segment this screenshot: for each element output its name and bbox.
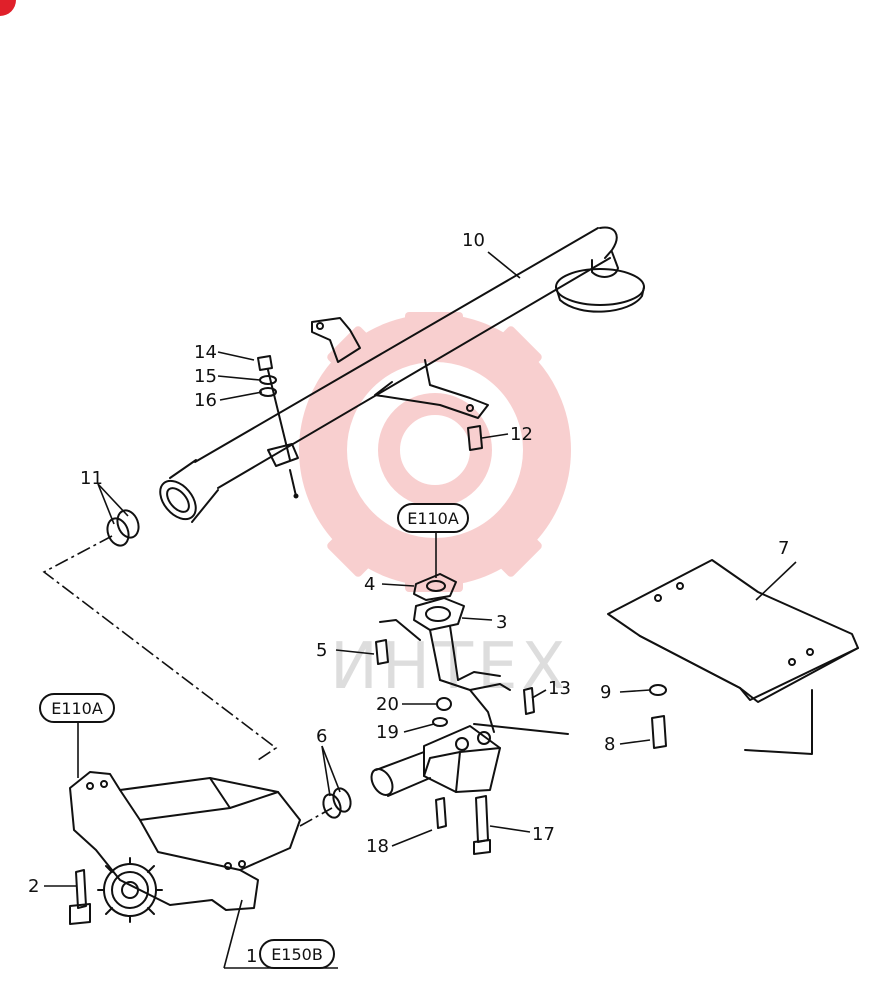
washer-15: [259, 375, 277, 385]
callout-9: 9: [600, 682, 611, 703]
reference-tag-left: E110A: [51, 699, 103, 718]
bolt-18: [435, 797, 447, 829]
bolt-17: [473, 795, 491, 855]
washer-9: [649, 684, 667, 696]
callout-2: 2: [28, 876, 39, 897]
bolt-8: [651, 715, 667, 749]
callout-12: 12: [510, 424, 533, 445]
reference-tag-top: E110A: [407, 509, 459, 528]
callout-16: 16: [194, 390, 217, 411]
callout-10: 10: [462, 230, 485, 251]
watermark-gear-icon: [299, 312, 571, 592]
callout-15: 15: [194, 366, 217, 387]
callout-8: 8: [604, 734, 615, 755]
callout-6: 6: [316, 726, 327, 747]
watermark-text: ИНТЕХ: [330, 630, 569, 704]
callout-20: 20: [376, 694, 399, 715]
callout-1: 1: [246, 946, 257, 967]
washer-19: [432, 717, 448, 727]
reference-tag-top-box: [397, 503, 469, 533]
delivery-pipe: [370, 597, 569, 797]
callout-11: 11: [80, 468, 103, 489]
callout-5: 5: [316, 640, 327, 661]
bolt-5: [375, 639, 389, 665]
bolt-2: [69, 869, 91, 925]
callout-13: 13: [548, 678, 571, 699]
nut-14: [257, 355, 273, 371]
reference-tag-bottom: E150B: [271, 945, 323, 964]
callout-3: 3: [496, 612, 507, 633]
callout-7: 7: [778, 538, 789, 559]
baffle-plate: [607, 559, 859, 755]
bolt-12: [467, 425, 483, 451]
callout-4: 4: [364, 574, 375, 595]
callout-17: 17: [532, 824, 555, 845]
bolt-14-line: [267, 369, 291, 461]
suction-pipe: [159, 226, 645, 523]
o-ring-6: [322, 787, 352, 819]
bolt-13: [523, 687, 535, 715]
gasket-4: [413, 573, 457, 601]
callout-19: 19: [376, 722, 399, 743]
corner-mark-icon: [0, 0, 16, 16]
reference-tag-left-box: [39, 693, 115, 723]
callout-18: 18: [366, 836, 389, 857]
callout-14: 14: [194, 342, 217, 363]
reference-tag-bottom-box: [259, 939, 335, 969]
oil-pump: [69, 771, 301, 923]
